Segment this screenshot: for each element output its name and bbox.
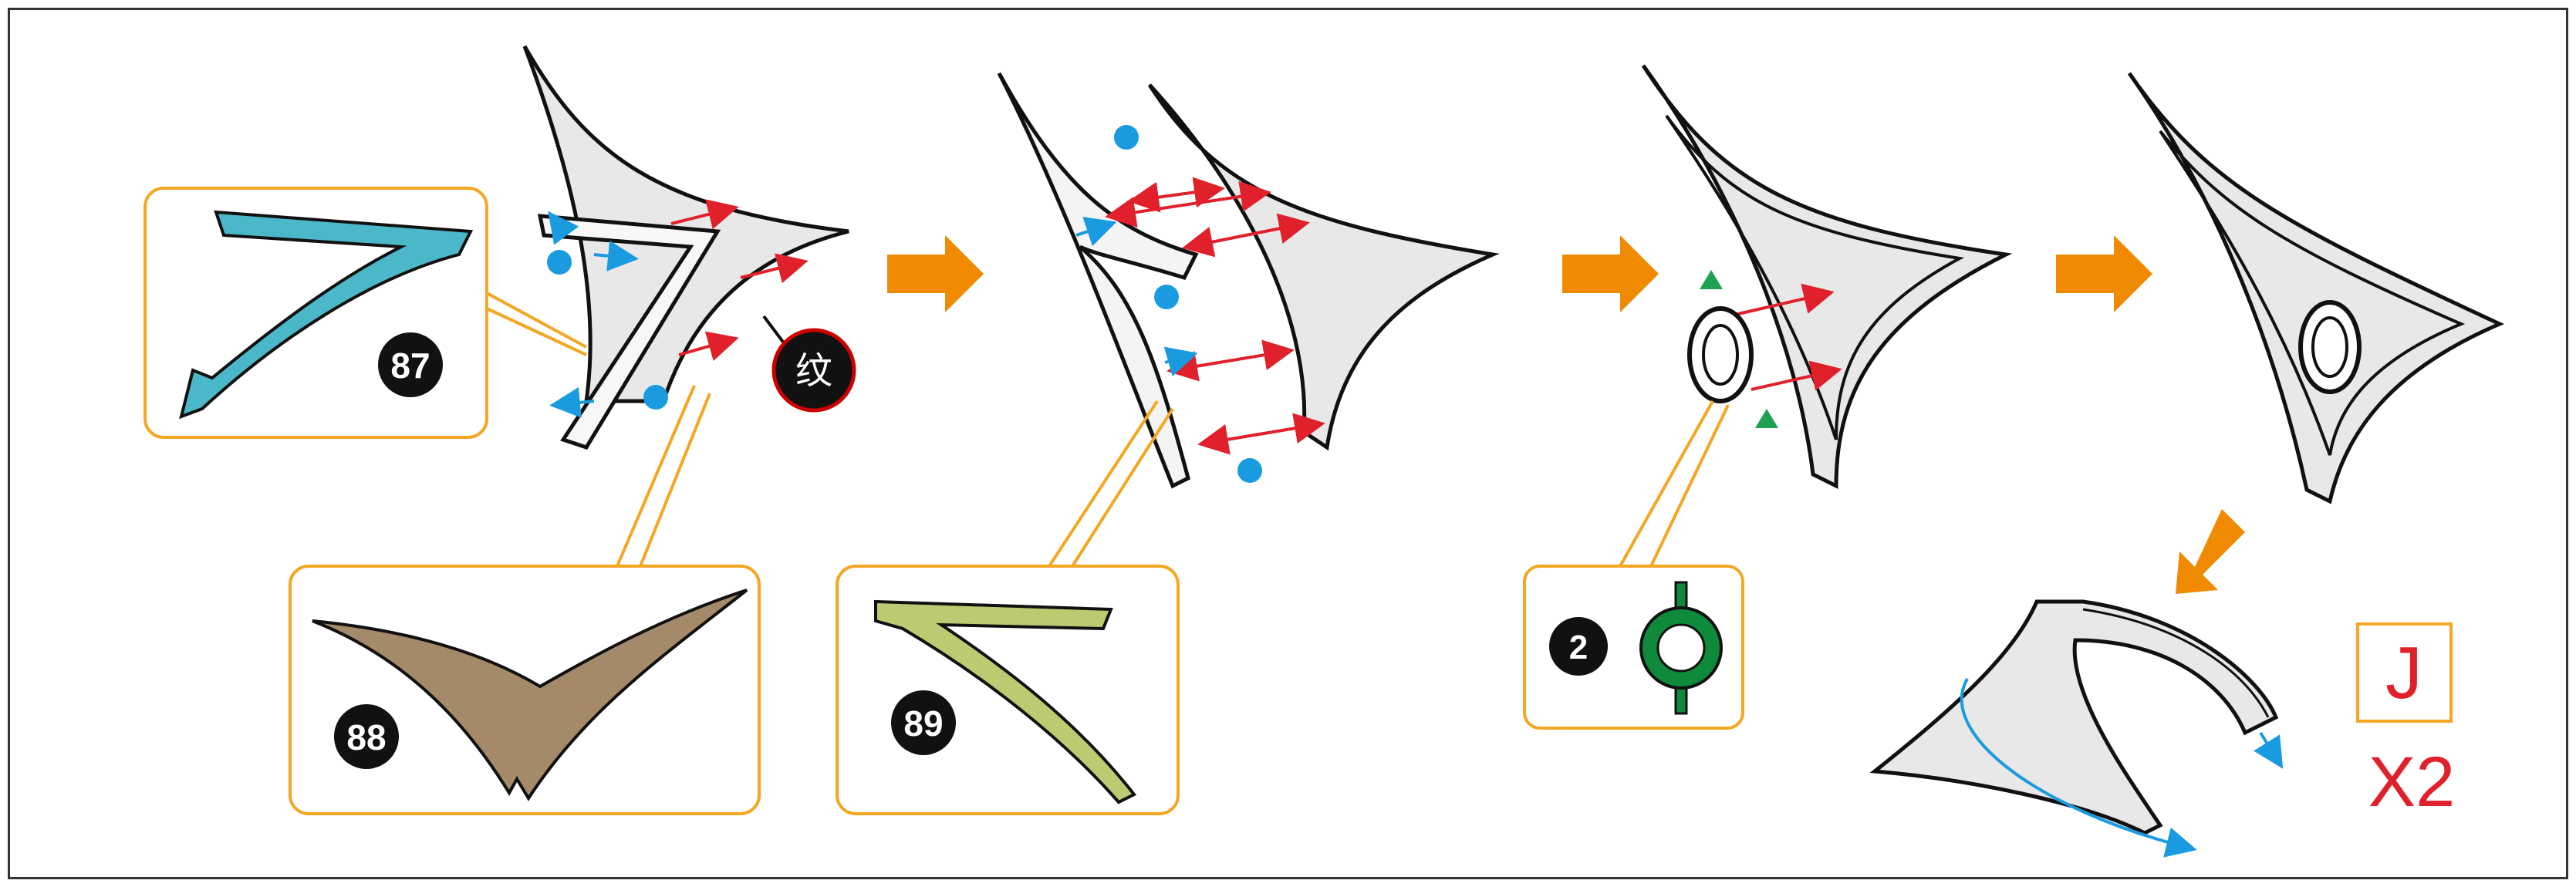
texture-mark-label: 纹 xyxy=(795,349,832,393)
guide-arrow xyxy=(1128,177,1225,213)
callout-part-89: 89 xyxy=(836,400,1180,815)
part-2-number: 2 xyxy=(1569,629,1588,666)
step-4-group xyxy=(2127,72,2505,504)
part-89-badge xyxy=(891,690,956,755)
step-2-group xyxy=(997,72,1500,489)
part-88-number: 88 xyxy=(346,717,386,757)
part-89-shape xyxy=(874,599,1137,804)
part-2-shape xyxy=(1639,581,1723,715)
part-89-number: 89 xyxy=(903,703,943,744)
part-88-shape xyxy=(312,589,748,801)
callout-part-2: 2 xyxy=(1523,400,1744,730)
step-arrow-icon xyxy=(2056,235,2152,312)
guide-arrow xyxy=(1182,213,1310,258)
set-quantity: X2 xyxy=(2368,743,2456,821)
frame-87-placed xyxy=(537,214,721,450)
part-88-badge xyxy=(334,704,399,769)
align-triangle-icon xyxy=(1700,270,1723,289)
guide-arrow xyxy=(678,331,739,362)
part-2-badge xyxy=(1549,617,1608,676)
ring-part-2-placed xyxy=(1687,306,1754,403)
guide-arrow xyxy=(1197,413,1325,455)
guide-arrow xyxy=(740,253,809,284)
callout-part-87: 87 xyxy=(143,187,587,439)
tab-arrow xyxy=(2254,731,2284,769)
part-87-number: 87 xyxy=(390,346,430,386)
step-arrow-icon xyxy=(887,235,984,312)
part-87-shape xyxy=(179,210,474,420)
tab-arrow xyxy=(1163,346,1198,377)
glue-dot-icon xyxy=(643,385,668,410)
glue-dot-icon xyxy=(547,250,572,275)
final-curved-assembly xyxy=(1869,599,2284,858)
step-3-group xyxy=(1641,64,2013,490)
panel-88-right xyxy=(1147,83,1500,451)
set-letter: J xyxy=(2385,632,2422,714)
tab-arrow xyxy=(1075,217,1117,247)
guide-arrow xyxy=(1751,360,1842,391)
assembled-wing-panel xyxy=(1641,64,2013,490)
guide-arrow xyxy=(1727,283,1835,318)
tab-arrow xyxy=(593,240,639,271)
callout-part-88: 88 xyxy=(289,385,761,815)
align-triangle-icon xyxy=(1755,409,1778,428)
panel-89-left xyxy=(997,72,1199,489)
guide-arrow xyxy=(1105,180,1271,228)
glue-dot-icon xyxy=(1237,458,1262,483)
texture-mark-icon: 纹 xyxy=(771,328,856,413)
step-arrow-icon xyxy=(2176,509,2245,594)
diagram-frame xyxy=(8,8,2568,879)
part-87-badge xyxy=(378,332,443,397)
tab-arrow xyxy=(548,211,579,245)
set-label: J X2 xyxy=(2356,622,2456,821)
step-1-group: 纹 xyxy=(522,45,856,450)
guide-arrow xyxy=(670,199,739,230)
finished-wing-panel xyxy=(2127,72,2505,504)
glue-dot-icon xyxy=(1114,125,1139,150)
ring-installed xyxy=(2298,300,2362,394)
tab-arrow xyxy=(549,386,595,418)
glue-dot-icon xyxy=(1154,285,1179,309)
step-arrow-icon xyxy=(1562,235,1659,312)
